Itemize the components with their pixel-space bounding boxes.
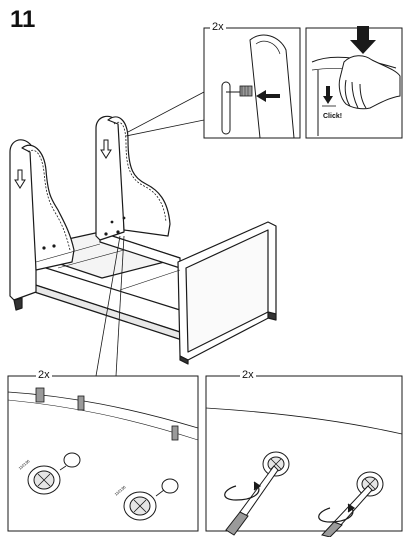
dowel-icon xyxy=(35,387,179,441)
click-label: Click! xyxy=(323,113,342,120)
screwdriver-icon xyxy=(225,465,373,537)
bottom-right-quantity: 2x xyxy=(240,369,256,381)
detail-box-click: Click! xyxy=(305,26,403,139)
detail-box-insert-dowel xyxy=(203,27,301,139)
hand-icon xyxy=(338,55,401,110)
bed-frame xyxy=(9,115,277,365)
cam-lock-icon xyxy=(123,478,179,521)
bottom-left-quantity: 2x xyxy=(36,369,52,381)
push-arrow-icon xyxy=(256,90,280,102)
down-arrow-icon xyxy=(350,26,376,54)
rotation-arrow-icon xyxy=(224,481,356,523)
dowel-holes xyxy=(42,216,126,250)
down-arrow-icon xyxy=(14,139,112,189)
top-detail-quantity: 2x xyxy=(210,21,226,33)
step-number: 11 xyxy=(10,6,36,33)
leader-lines xyxy=(95,91,205,377)
cam-lock-icon xyxy=(27,452,81,495)
cam-lock-icon xyxy=(262,451,384,497)
down-arrow-icon xyxy=(323,86,333,104)
detail-box-tighten xyxy=(205,375,403,537)
detail-box-cam-locks: 110136 110136 xyxy=(7,375,199,532)
dowel-icon xyxy=(239,85,253,97)
